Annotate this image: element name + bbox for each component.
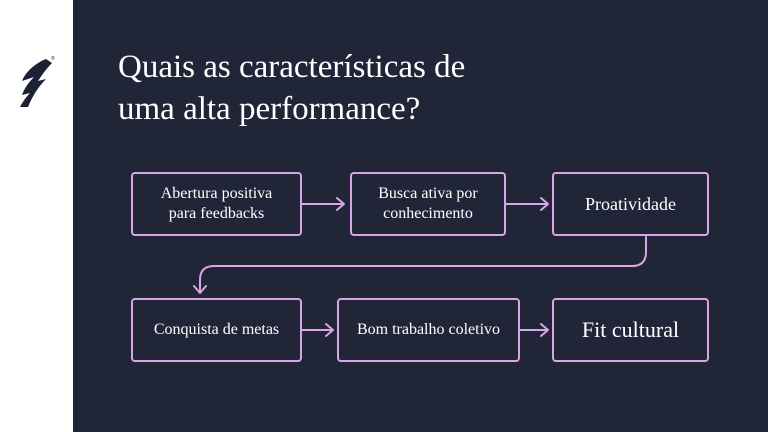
feather-logo-icon [20, 59, 52, 107]
flow-box-busca: Busca ativa por conhecimento [350, 172, 506, 236]
title-line-2: uma alta performance? [118, 91, 421, 127]
left-sidebar: ® [0, 0, 73, 432]
flow-box-conquista: Conquista de metas [131, 298, 302, 362]
registered-mark: ® [51, 56, 55, 62]
flow-box-label: Fit cultural [581, 317, 680, 342]
flow-box-label: Proatividade [585, 194, 676, 214]
flow-box-fit-cultural: Fit cultural [552, 298, 709, 362]
flow-box-proatividade: Proatividade [552, 172, 709, 236]
slide-title: Quais as características de uma alta per… [118, 46, 548, 130]
flow-box-label: Bom trabalho coletivo [356, 321, 501, 338]
flow-box-abertura: Abertura positiva para feedbacks [131, 172, 302, 236]
flow-box-label: Conquista de metas [153, 321, 280, 338]
flow-box-bom-trabalho: Bom trabalho coletivo [337, 298, 520, 362]
title-line-1: Quais as características de [118, 49, 466, 85]
flow-box-label: Busca ativa por conhecimento [378, 185, 478, 222]
flow-box-label: Abertura positiva para feedbacks [160, 185, 273, 222]
